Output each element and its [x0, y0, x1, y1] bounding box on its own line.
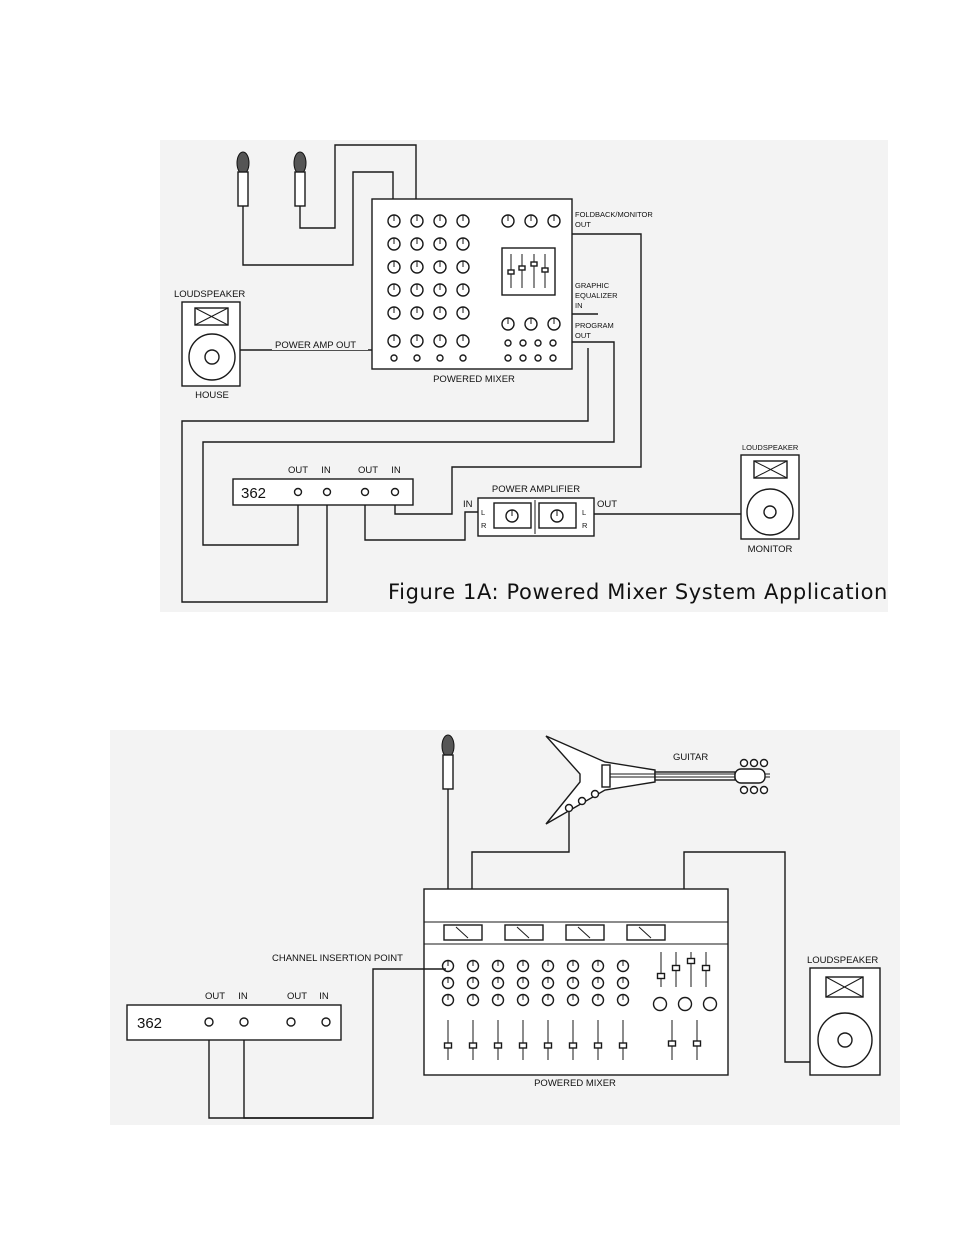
unit-b-in-2-jack: [322, 1018, 330, 1026]
amp-in-label: IN: [463, 499, 473, 510]
unit-a-in-2-label: IN: [391, 465, 401, 476]
monitor-loudspeaker-label: LOUDSPEAKER: [742, 443, 799, 452]
power-amp-out-label: POWER AMP OUT: [275, 340, 356, 351]
input-jack: [460, 355, 466, 361]
channel-fader-cap: [445, 1043, 452, 1048]
foldback-monitor-out-label-2: OUT: [575, 220, 591, 229]
unit-362-a-label: 362: [241, 485, 266, 502]
house-label: HOUSE: [195, 390, 229, 401]
program-out-label: PROGRAM: [575, 321, 614, 330]
output-jack: [535, 355, 541, 361]
monitor-label: MONITOR: [748, 544, 793, 555]
eq-fader-cap: [519, 266, 525, 270]
channel-fader-cap: [595, 1043, 602, 1048]
channel-insertion-point-label: CHANNEL INSERTION POINT: [272, 953, 403, 964]
graphic-eq-in-label-3: IN: [575, 301, 583, 310]
unit-b-in-1-jack: [240, 1018, 248, 1026]
unit-b-out-2-jack: [287, 1018, 295, 1026]
channel-fader-cap: [545, 1043, 552, 1048]
unit-b-out-2-label: OUT: [287, 991, 307, 1002]
powered-mixer-b-label: POWERED MIXER: [534, 1078, 616, 1089]
unit-b-in-1-label: IN: [238, 991, 248, 1002]
input-jack: [414, 355, 420, 361]
output-jack: [535, 340, 541, 346]
level-meter: [627, 925, 665, 940]
master-knob: [679, 998, 692, 1011]
input-jack: [391, 355, 397, 361]
output-jack: [505, 355, 511, 361]
monitor-loudspeaker: LOUDSPEAKER MONITOR: [741, 443, 799, 555]
channel-fader-cap: [570, 1043, 577, 1048]
amp-r2-label: R: [582, 521, 588, 530]
output-fader-cap: [669, 1041, 676, 1046]
channel-fader-cap: [620, 1043, 627, 1048]
microphone-2: [294, 152, 306, 206]
output-jack: [505, 340, 511, 346]
graphic-eq-in-label-2: EQUALIZER: [575, 291, 618, 300]
microphone-b: [442, 735, 454, 789]
unit-b-out-1-label: OUT: [205, 991, 225, 1002]
channel-fader-cap: [495, 1043, 502, 1048]
eq-fader-cap: [508, 270, 514, 274]
master-fader-cap: [673, 966, 680, 971]
unit-a-out-2-label: OUT: [358, 465, 378, 476]
level-meter: [444, 925, 482, 940]
graphic-eq-in-label: GRAPHIC: [575, 281, 610, 290]
level-meter: [505, 925, 543, 940]
amp-l1-label: L: [481, 508, 485, 517]
amp-l2-label: L: [582, 508, 586, 517]
eq-fader-cap: [531, 262, 537, 266]
master-fader-cap: [703, 966, 710, 971]
powered-mixer-a-label: POWERED MIXER: [433, 374, 515, 385]
unit-a-in-1-jack: [324, 489, 331, 496]
program-out-label-2: OUT: [575, 331, 591, 340]
powered-mixer-a: [372, 199, 572, 369]
level-meter: [566, 925, 604, 940]
foldback-monitor-out-label: FOLDBACK/MONITOR: [575, 210, 653, 219]
power-amplifier-label: POWER AMPLIFIER: [492, 484, 580, 495]
unit-a-in-1-label: IN: [321, 465, 331, 476]
house-loudspeaker-label: LOUDSPEAKER: [174, 289, 245, 300]
figure-a-caption: Figure 1A: Powered Mixer System Applicat…: [388, 580, 888, 604]
powered-mixer-b: POWERED MIXER: [424, 889, 728, 1089]
channel-fader-cap: [520, 1043, 527, 1048]
eq-fader-cap: [542, 268, 548, 272]
unit-a-out-1-label: OUT: [288, 465, 308, 476]
unit-b-in-2-label: IN: [319, 991, 329, 1002]
input-jack: [437, 355, 443, 361]
amp-out-label: OUT: [597, 499, 617, 510]
unit-a-out-1-jack: [295, 489, 302, 496]
master-knob: [654, 998, 667, 1011]
guitar-label: GUITAR: [673, 752, 708, 763]
house-loudspeaker: LOUDSPEAKER HOUSE: [174, 289, 245, 401]
unit-a-in-2-jack: [392, 489, 399, 496]
unit-362-b-label: 362: [137, 1015, 162, 1032]
master-fader-cap: [688, 959, 695, 964]
output-jack: [550, 355, 556, 361]
microphone-1: [237, 152, 249, 206]
output-jack: [550, 340, 556, 346]
channel-fader-cap: [470, 1043, 477, 1048]
loudspeaker-b: LOUDSPEAKER: [807, 955, 880, 1075]
master-knob: [704, 998, 717, 1011]
master-fader-cap: [658, 974, 665, 979]
output-jack: [520, 340, 526, 346]
output-fader-cap: [694, 1041, 701, 1046]
unit-b-out-1-jack: [205, 1018, 213, 1026]
amp-r1-label: R: [481, 521, 487, 530]
unit-a-out-2-jack: [362, 489, 369, 496]
loudspeaker-b-label: LOUDSPEAKER: [807, 955, 878, 966]
output-jack: [520, 355, 526, 361]
